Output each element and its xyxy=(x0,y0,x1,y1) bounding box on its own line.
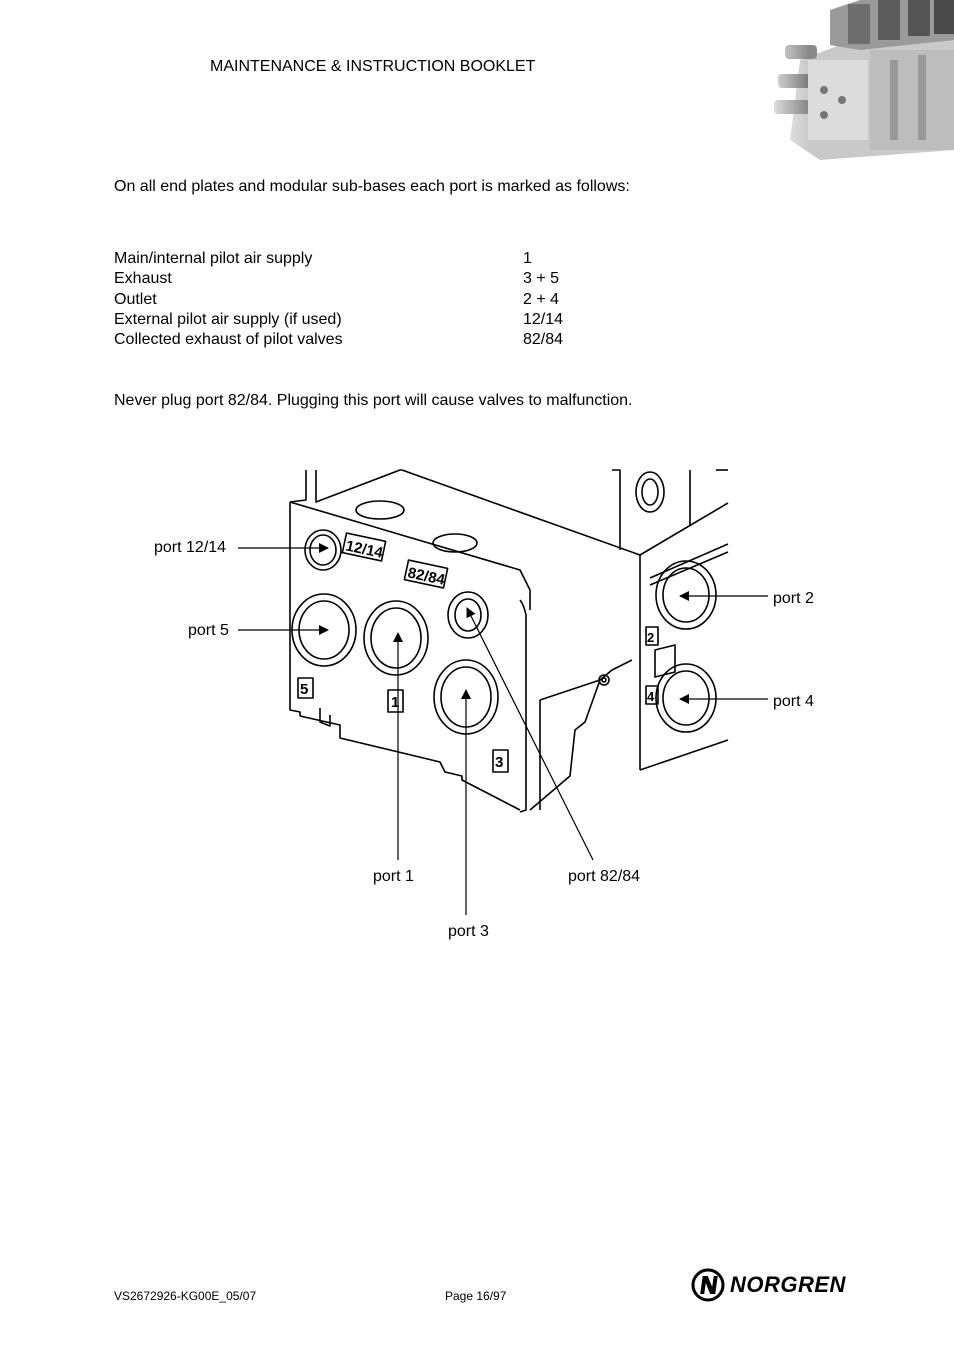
callout-port-82-84: port 82/84 xyxy=(568,868,640,885)
port-layout-diagram: 12/14 82/84 5 1 3 2 4 port 12/14 port 5 … xyxy=(0,440,954,960)
document-header-title: MAINTENANCE & INSTRUCTION BOOKLET xyxy=(210,58,536,75)
leader-port-82-84 xyxy=(466,607,594,861)
footer-document-reference: VS2672926-KG00E_05/07 xyxy=(114,1289,257,1303)
marking-5: 5 xyxy=(300,681,308,698)
callout-port-2: port 2 xyxy=(773,590,814,607)
table-row: Exhaust 3 + 5 xyxy=(114,269,574,289)
port-description: Collected exhaust of pilot valves xyxy=(114,331,343,349)
norgren-logo: NORGREN xyxy=(690,1267,866,1305)
table-row: Collected exhaust of pilot valves 82/84 xyxy=(114,330,574,350)
table-row: External pilot air supply (if used) 12/1… xyxy=(114,310,574,330)
port-description: Main/internal pilot air supply xyxy=(114,250,313,267)
table-row: Outlet 2 + 4 xyxy=(114,290,574,310)
port-description: Exhaust xyxy=(114,270,172,288)
callout-port-3: port 3 xyxy=(448,923,489,940)
marking-3: 3 xyxy=(495,754,503,771)
port-code: 82/84 xyxy=(523,331,564,349)
norgren-logo-text: NORGREN xyxy=(730,1272,846,1297)
table-row: Main/internal pilot air supply 1 xyxy=(114,249,574,269)
marking-4: 4 xyxy=(647,689,655,704)
warning-paragraph: Never plug port 82/84. Plugging this por… xyxy=(114,392,633,409)
port-code: 1 xyxy=(523,250,532,267)
callout-port-4: port 4 xyxy=(773,693,814,710)
port-code: 2 + 4 xyxy=(523,290,560,308)
callout-port-1: port 1 xyxy=(373,868,414,885)
marking-82-84: 82/84 xyxy=(406,564,447,589)
callout-port-12-14: port 12/14 xyxy=(154,539,226,556)
norgren-n-logo-icon xyxy=(691,1268,725,1302)
valve-manifold-photo xyxy=(760,0,954,160)
footer-page-number: Page 16/97 xyxy=(445,1289,507,1303)
callout-port-5: port 5 xyxy=(188,622,229,639)
marking-12-14: 12/14 xyxy=(344,537,385,562)
port-code: 3 + 5 xyxy=(523,270,560,288)
port-description: External pilot air supply (if used) xyxy=(114,310,342,328)
port-marking-table: Main/internal pilot air supply 1 Exhaust… xyxy=(114,249,574,350)
marking-2: 2 xyxy=(647,630,654,645)
marking-1: 1 xyxy=(391,694,399,711)
port-code: 12/14 xyxy=(523,310,564,328)
port-description: Outlet xyxy=(114,290,157,308)
intro-paragraph: On all end plates and modular sub-bases … xyxy=(114,178,630,195)
